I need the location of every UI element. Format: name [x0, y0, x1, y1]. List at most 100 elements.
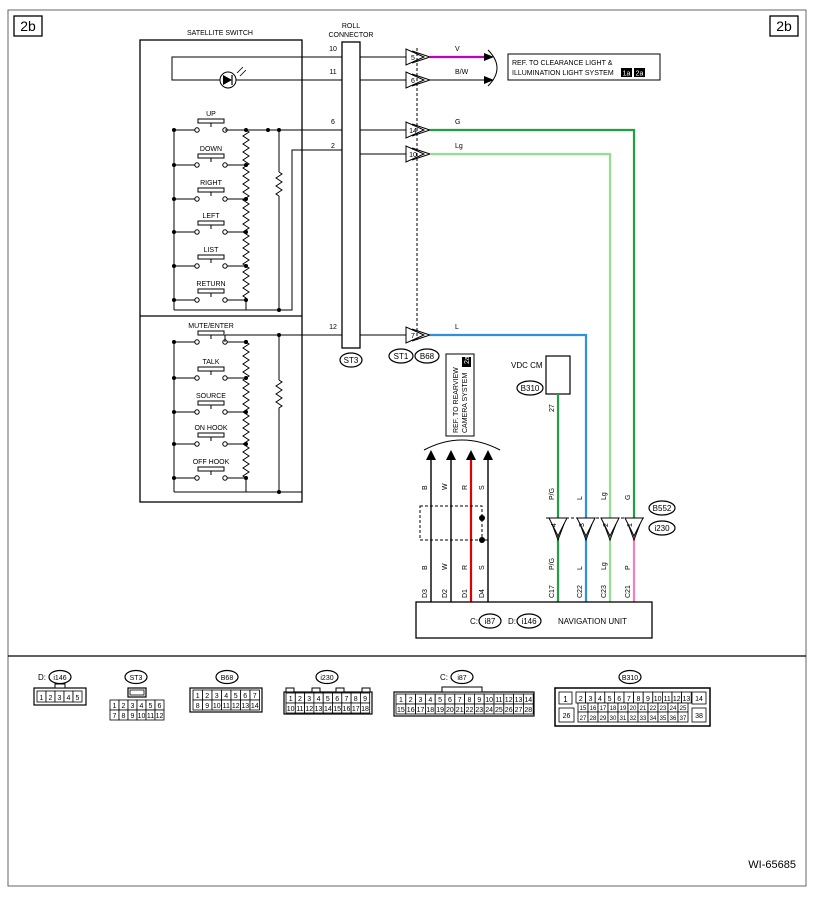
switch-contact	[222, 475, 228, 481]
b68-terminal	[405, 145, 426, 163]
pin-cell	[677, 711, 689, 723]
pin-number: 10	[138, 713, 146, 720]
b68-terminal	[405, 71, 426, 89]
pin-number: 34	[650, 716, 657, 722]
pin-number: 6	[617, 696, 621, 703]
switch-contact	[194, 339, 200, 345]
pin-number: 13	[241, 703, 249, 710]
switch-actuator	[197, 153, 225, 159]
roll-connector-tag: ST3	[339, 352, 363, 368]
pin-number: 17	[417, 707, 425, 714]
switch-actuator	[197, 254, 225, 260]
connector-key	[441, 686, 483, 693]
camera-wire-lower-label: B	[422, 565, 429, 570]
vdc-cm-pin: 27	[549, 404, 556, 412]
roll-pin-2: 6	[331, 119, 335, 126]
pin-number: 7	[458, 697, 462, 704]
pin-number: 31	[620, 716, 627, 722]
pin-number: 1	[399, 697, 403, 704]
switch-actuator	[197, 187, 225, 193]
pin-number: 5	[608, 696, 612, 703]
wire-label-2: G	[455, 119, 460, 126]
pin-number: 12	[305, 706, 313, 713]
pin-number: 16	[407, 707, 415, 714]
roll-pin-3: 2	[331, 143, 335, 150]
footer-id: WI-65685	[748, 859, 796, 871]
pin-number: 11	[147, 713, 154, 720]
svg-text:B310: B310	[521, 384, 540, 393]
nav-pin-label: C17	[549, 585, 556, 598]
legend-i230-tag	[315, 669, 339, 685]
switch-actuator	[197, 330, 225, 336]
pin-cell	[691, 691, 707, 705]
pin-number: 12	[232, 703, 240, 710]
roll-connector	[341, 41, 361, 349]
switch-contact	[222, 229, 228, 235]
b68-terminal	[405, 48, 426, 66]
nav-wire-lower-label: P/G	[549, 558, 556, 570]
pin-number: 36	[670, 716, 677, 722]
connector-key	[54, 683, 66, 689]
switch-contact	[222, 263, 228, 269]
pin-number: 3	[307, 696, 311, 703]
resistor	[242, 341, 250, 479]
switch-label: RIGHT	[200, 180, 223, 187]
i230-pin: 3	[579, 523, 586, 527]
vdc-cm-label: VDC CM	[511, 361, 543, 370]
switch-label: MUTE/ENTER	[188, 323, 234, 330]
pin-number: 26	[505, 707, 513, 714]
pin-number: 2	[579, 696, 583, 703]
i230-terminal-outer	[603, 523, 617, 542]
legend-i87-prefix: C:	[440, 673, 448, 682]
switch-label: LIST	[204, 247, 220, 254]
switch-off-hook: OFF HOOK	[172, 459, 248, 481]
svg-text:ST1: ST1	[394, 352, 409, 361]
connector-key-inner	[129, 689, 145, 696]
roll-pin-4: 12	[329, 324, 337, 331]
switch-contact	[222, 196, 228, 202]
pin-number: 9	[205, 703, 209, 710]
pin-number: 13	[683, 696, 691, 703]
pin-number: 3	[58, 695, 62, 702]
pin-number: 26	[563, 713, 571, 720]
switch-label: TALK	[203, 359, 220, 366]
pin-number: 12	[673, 696, 681, 703]
pin-number: 6	[448, 697, 452, 704]
joint-b552: B552	[648, 500, 676, 516]
pin-number: 7	[113, 713, 117, 720]
camera-wire-upper-label: B	[422, 485, 429, 490]
pin-number: 8	[468, 697, 472, 704]
switch-contact	[194, 127, 200, 133]
pin-cell	[359, 702, 371, 714]
page-frame	[7, 9, 807, 887]
resistor	[242, 129, 250, 300]
switch-talk: TALK	[172, 359, 248, 381]
led-icon	[219, 66, 247, 89]
switch-actuator	[197, 366, 225, 372]
b68-terminal	[405, 121, 426, 139]
pin-number: 11	[495, 697, 502, 704]
i230-terminal-outer	[579, 523, 593, 542]
pin-number: 2	[205, 693, 209, 700]
led-wire	[171, 56, 342, 81]
pin-number: 13	[315, 706, 323, 713]
pin-number: 5	[438, 697, 442, 704]
pin-number: 10	[485, 697, 493, 704]
svg-text:2a: 2a	[464, 356, 471, 364]
pin-cell	[691, 707, 707, 723]
pin-number: 18	[361, 706, 369, 713]
pin-number: 15	[580, 706, 587, 712]
switch-left: LEFT	[172, 213, 248, 235]
wire-label-4: L	[455, 324, 459, 331]
camera-pin-label: D4	[479, 589, 486, 598]
nav-conn-c-tag: i87	[478, 613, 502, 629]
switch-contact	[194, 162, 200, 168]
pin-number: 23	[660, 706, 667, 712]
nav-wire-upper-label: L	[577, 496, 584, 500]
legend-i146-prefix: D:	[38, 673, 46, 682]
switch-mute-enter: MUTE/ENTER	[172, 323, 248, 345]
pin-number: 16	[590, 706, 597, 712]
